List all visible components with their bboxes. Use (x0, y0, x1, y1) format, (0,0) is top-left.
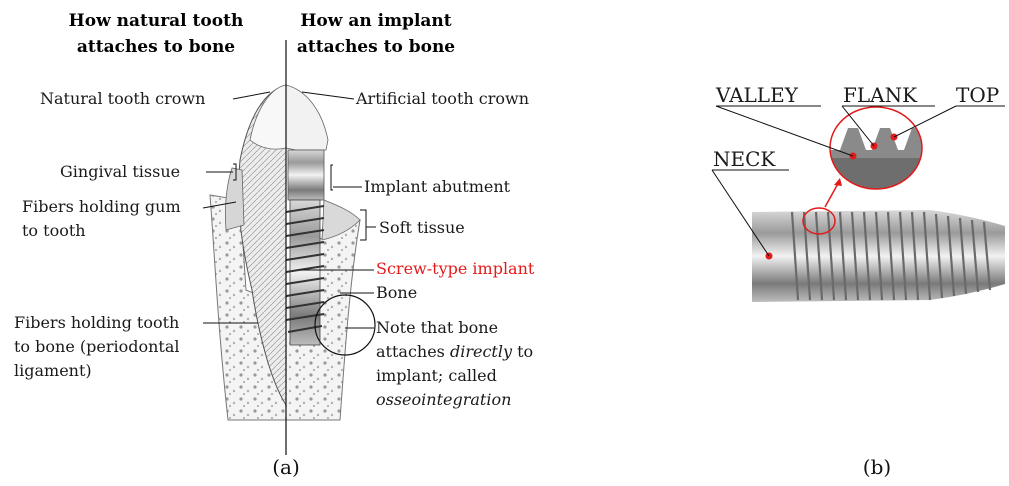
label-natural-tooth-crown: Natural tooth crown (40, 89, 205, 108)
label-screw-type-implant: Screw-type implant (376, 259, 535, 278)
gum-left (225, 168, 244, 230)
label-note-line4: osseointegration (376, 390, 511, 409)
tooth-illustration (210, 40, 375, 455)
heading-natural-line1: How natural tooth (69, 11, 244, 31)
label-bone: Bone (376, 283, 417, 302)
label-fibers-bone-line3: ligament) (14, 361, 92, 380)
caption-b: (b) (863, 455, 891, 479)
label-valley: VALLEY (715, 83, 799, 107)
label-gingival-tissue: Gingival tissue (60, 162, 180, 181)
label-fibers-bone-line1: Fibers holding tooth (14, 313, 179, 332)
label-implant-abutment: Implant abutment (364, 177, 511, 196)
label-note-line2: attaches directly to (376, 342, 533, 361)
caption-a: (a) (272, 455, 300, 479)
heading-natural-line2: attaches to bone (77, 37, 235, 57)
label-note-line1: Note that bone (376, 318, 498, 337)
label-note-line3: implant; called (376, 366, 497, 385)
label-fibers-gum-line2: to tooth (22, 221, 86, 240)
label-fibers-gum-line1: Fibers holding gum (22, 197, 181, 216)
label-artificial-tooth-crown: Artificial tooth crown (355, 89, 529, 108)
zoom-arrow-head (834, 178, 842, 186)
implant-abutment (288, 150, 324, 200)
heading-implant-line1: How an implant (300, 11, 451, 31)
label-neck: NECK (713, 147, 776, 171)
label-top: TOP (956, 83, 999, 107)
label-fibers-bone-line2: to bone (periodontal (14, 337, 180, 356)
implant-photo (752, 105, 1005, 302)
heading-implant-line2: attaches to bone (297, 37, 455, 57)
label-soft-tissue: Soft tissue (379, 218, 465, 237)
label-flank: FLANK (843, 83, 918, 107)
